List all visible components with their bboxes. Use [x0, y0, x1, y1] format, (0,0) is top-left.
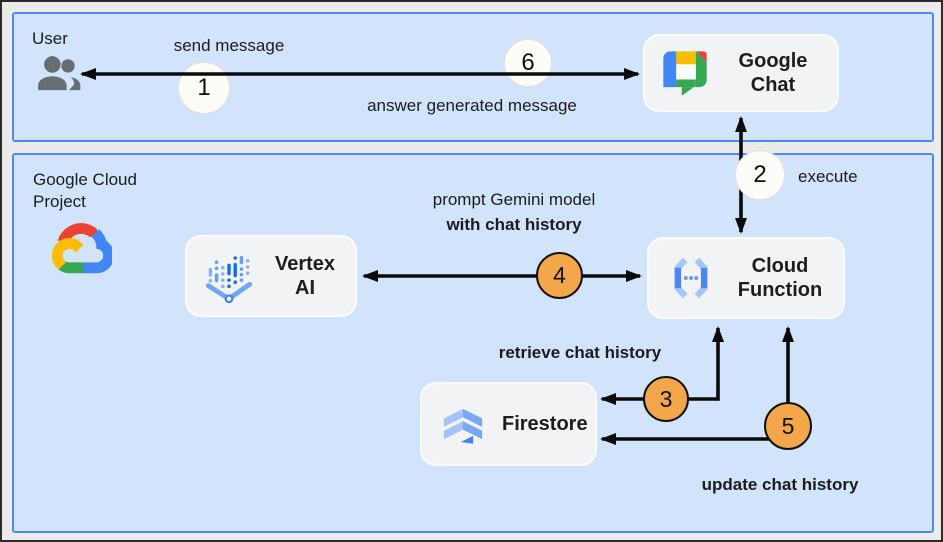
- label-prompt-gemini: prompt Gemini model with chat history: [432, 190, 596, 234]
- zone-user-label: User: [32, 29, 68, 48]
- step-number: 3: [659, 385, 673, 412]
- label-execute: execute: [798, 167, 858, 186]
- step-badge-1: 1: [178, 62, 230, 114]
- zone-gcp-label: Google Cloud Project: [33, 170, 137, 211]
- step-number: 4: [553, 262, 566, 288]
- label-send-message: send message: [173, 36, 285, 55]
- cloud-functions-icon: [663, 250, 719, 306]
- step-badge-4: 4: [536, 252, 583, 299]
- node-title: Vertex AI: [274, 253, 336, 299]
- users-icon: [36, 54, 82, 97]
- node-title: Firestore: [502, 413, 588, 435]
- label-answer-generated-message: answer generated message: [367, 96, 577, 115]
- firestore-icon: [436, 397, 490, 451]
- step-number: 6: [521, 49, 535, 76]
- node-vertex-ai: Vertex AI: [185, 235, 357, 317]
- google-cloud-logo: [51, 222, 115, 280]
- step-badge-6: 6: [504, 39, 552, 87]
- step-number: 5: [781, 412, 795, 439]
- step-number: 1: [197, 74, 211, 101]
- node-google-chat: Google Chat: [643, 34, 839, 112]
- node-title: Google Chat: [738, 50, 808, 96]
- step-badge-5: 5: [764, 402, 812, 450]
- node-cloud-function: Cloud Function: [647, 237, 845, 319]
- label-update-chat-history: update chat history: [701, 475, 859, 494]
- step-badge-2: 2: [735, 150, 785, 200]
- label-retrieve-chat-history: retrieve chat history: [498, 343, 662, 362]
- node-firestore: Firestore: [420, 382, 597, 466]
- vertex-ai-icon: [201, 247, 257, 305]
- step-badge-3: 3: [643, 376, 689, 422]
- step-number: 2: [753, 161, 767, 188]
- google-chat-icon: [659, 47, 711, 99]
- node-title: Cloud Function: [737, 255, 823, 301]
